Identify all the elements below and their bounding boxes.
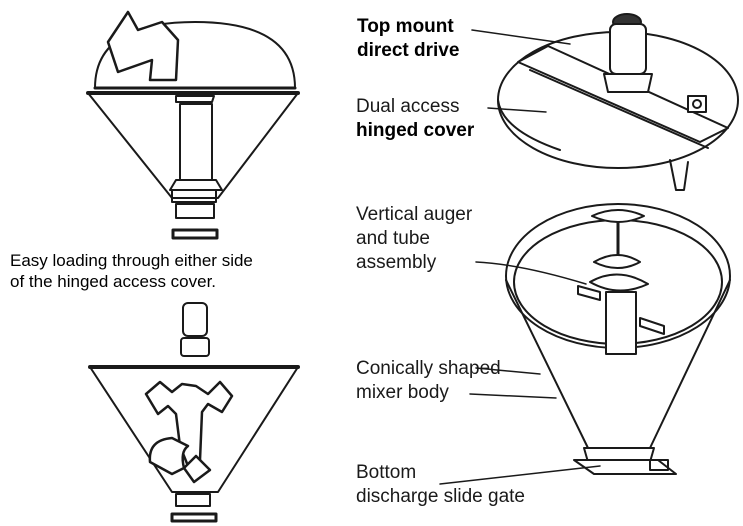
label-cover-line-2: hinged cover — [356, 120, 475, 141]
leader-drive — [471, 29, 571, 45]
mixing-illustration-bottom — [88, 302, 300, 523]
mixer-body-illustration — [505, 203, 731, 475]
label-body-line-2: mixer body — [356, 382, 449, 403]
label-gate-line-2: discharge slide gate — [356, 486, 525, 507]
leader-gate — [439, 465, 601, 485]
leader-lines — [439, 29, 601, 485]
label-body-line-1: Conically shaped — [356, 358, 501, 379]
mixer-cover-illustration — [497, 13, 739, 191]
label-gate-line-1: Bottom — [356, 462, 417, 483]
caption-line-1: Easy loading through either side — [10, 251, 253, 270]
label-auger-line-2: and tube — [356, 228, 430, 249]
caption-line-2: of the hinged access cover. — [10, 272, 217, 291]
label-cover-line-1: Dual access — [356, 96, 460, 117]
flow-arrows-icon — [144, 380, 234, 468]
leader-body — [475, 367, 541, 375]
leader-body-2 — [469, 393, 557, 399]
label-auger-line-3: assembly — [356, 252, 437, 273]
leader-auger — [475, 261, 587, 285]
label-drive-line-2: direct drive — [357, 40, 460, 61]
loading-illustration-top — [86, 10, 300, 240]
label-drive-line-1: Top mount — [357, 16, 454, 37]
leader-cover — [487, 107, 547, 113]
label-auger-line-1: Vertical auger — [356, 204, 473, 225]
loading-arrow-icon — [106, 10, 180, 82]
